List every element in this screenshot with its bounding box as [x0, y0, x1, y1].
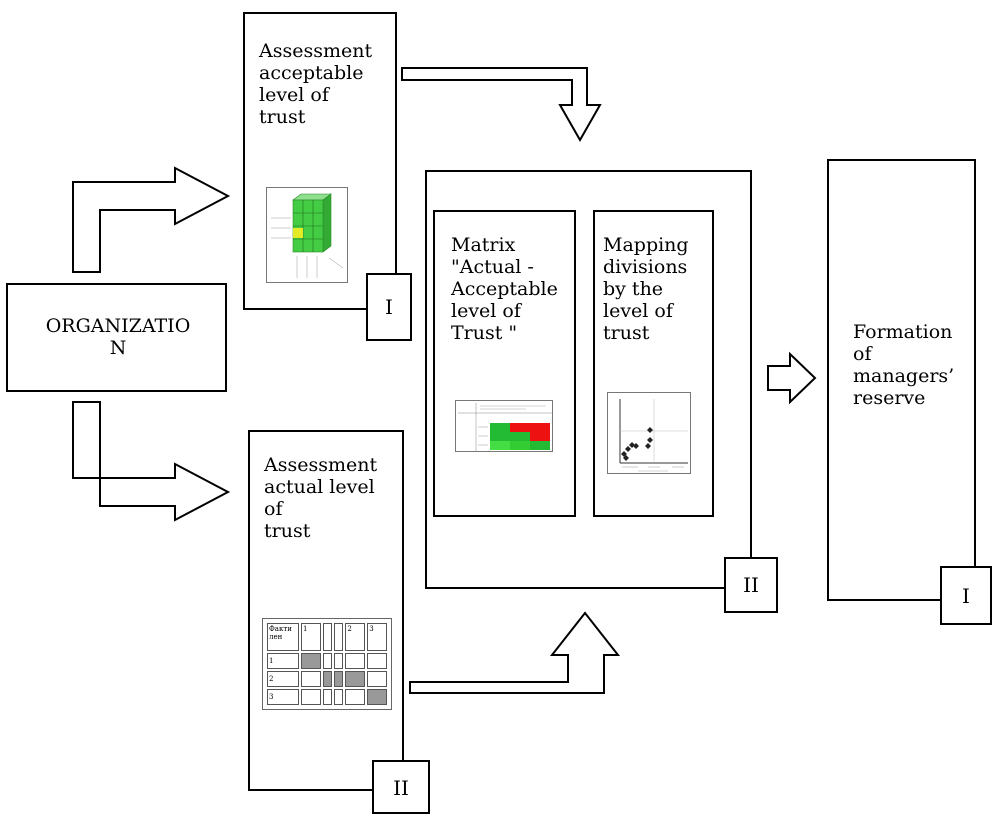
table-cell — [367, 671, 387, 687]
mapping-title: Mapping divisions by the level of trust — [603, 234, 689, 344]
formation-tag-label: I — [962, 584, 970, 608]
table-header-row: Факти лен 1 2 3 — [267, 623, 387, 651]
table-cell — [301, 689, 321, 705]
table-header-cell — [322, 623, 333, 651]
table-row: 2 — [267, 671, 387, 687]
scatter-plot-icon — [619, 399, 688, 472]
actual-tag-label: II — [393, 776, 409, 800]
green-cube-chart-icon — [271, 193, 344, 278]
table-cell — [345, 653, 366, 669]
actual-tag: II — [372, 760, 430, 814]
table-cell — [322, 689, 333, 705]
arrow-acceptable-to-center — [401, 67, 602, 143]
table-cell — [334, 671, 344, 687]
acceptable-trust-box: Assessment acceptable level of trust — [243, 12, 397, 310]
center-tag: II — [724, 557, 778, 613]
matrix-title: Matrix "Actual - Acceptable level of Tru… — [451, 234, 558, 344]
organization-box: ORGANIZATIO N — [6, 283, 227, 392]
arrow-center-to-formation — [767, 351, 817, 405]
formation-box: Formation of managers’ reserve — [827, 159, 976, 601]
table-header-cell: Факти лен — [267, 623, 299, 651]
table-header-cell: 2 — [345, 623, 366, 651]
mapping-thumbnail — [607, 392, 691, 474]
matrix-grid-icon — [458, 403, 552, 451]
table-row-label: 3 — [267, 689, 299, 705]
center-tag-label: II — [743, 573, 759, 597]
table-cell — [367, 653, 387, 669]
acceptable-trust-title: Assessment acceptable level of trust — [259, 40, 373, 128]
table-cell — [345, 689, 366, 705]
arrow-org-to-acceptable — [72, 166, 231, 273]
table-header-cell: 1 — [301, 623, 321, 651]
formation-tag: I — [940, 566, 992, 625]
organization-label: ORGANIZATIO N — [45, 315, 191, 359]
arrow-actual-to-center — [409, 611, 621, 694]
matrix-box: Matrix "Actual - Acceptable level of Tru… — [433, 210, 576, 517]
mapping-box: Mapping divisions by the level of trust — [593, 210, 714, 517]
matrix-thumbnail — [455, 400, 553, 452]
table-row-label: 2 — [267, 671, 299, 687]
table-cell — [345, 671, 366, 687]
formation-title: Formation of managers’ reserve — [853, 321, 955, 409]
table-cell — [367, 689, 387, 705]
table-cell — [322, 653, 333, 669]
table-row-label: 1 — [267, 653, 299, 669]
table-row: 3 — [267, 689, 387, 705]
table-cell — [322, 671, 333, 687]
table-cell — [301, 671, 321, 687]
acceptable-tag-label: I — [385, 295, 393, 319]
table-header-cell — [334, 623, 344, 651]
actual-trust-table: Факти лен 1 2 3 1 2 — [265, 621, 389, 707]
table-cell — [301, 653, 321, 669]
table-header-cell: 3 — [367, 623, 387, 651]
acceptable-tag: I — [366, 273, 412, 341]
actual-trust-box: Assessment actual level of trust Факти л… — [248, 430, 404, 791]
actual-trust-table-thumbnail: Факти лен 1 2 3 1 2 — [262, 618, 392, 710]
table-row: 1 — [267, 653, 387, 669]
arrow-org-to-actual — [72, 401, 231, 522]
acceptable-chart-thumbnail — [266, 187, 348, 283]
table-cell — [334, 689, 344, 705]
table-cell — [334, 653, 344, 669]
actual-trust-title: Assessment actual level of trust — [264, 454, 378, 542]
